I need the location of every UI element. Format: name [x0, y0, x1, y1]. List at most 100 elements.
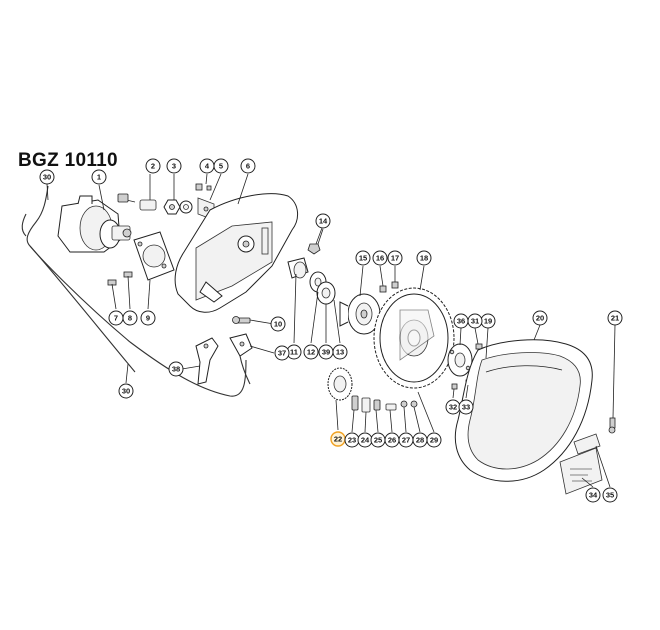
flange-part-36	[447, 343, 473, 377]
callout-number: 34	[589, 491, 598, 500]
callout-circle	[458, 399, 474, 415]
callout-number: 5	[219, 162, 223, 171]
callout-number: 36	[457, 317, 465, 326]
callout-4: 4	[199, 158, 215, 174]
callout-number: 37	[278, 349, 286, 358]
screw-part-21	[608, 417, 616, 434]
callout-number: 11	[290, 348, 298, 357]
callout-number: 38	[172, 365, 180, 374]
callout-number: 12	[307, 348, 315, 357]
small-sprocket-part-13	[327, 367, 353, 401]
callout-28: 28	[412, 432, 428, 448]
callout-10: 10	[270, 316, 286, 332]
callout-number: 15	[359, 254, 367, 263]
callout-circle	[387, 250, 403, 266]
callout-22: 22	[330, 431, 346, 447]
callout-number: 30	[43, 173, 51, 182]
callout-number: 31	[471, 317, 479, 326]
lever-part-37	[229, 333, 253, 385]
callout-number: 21	[611, 314, 619, 323]
bolt-part-2	[139, 174, 157, 211]
callout-39: 39	[318, 344, 334, 360]
motor-part-1	[57, 193, 136, 253]
washer-part-39	[316, 281, 336, 305]
callout-number: 10	[274, 320, 282, 329]
callout-number: 20	[536, 314, 544, 323]
callout-27: 27	[398, 432, 414, 448]
callout-number: 29	[430, 436, 438, 445]
callout-circle	[372, 250, 388, 266]
callout-circle	[145, 158, 161, 174]
callout-number: 28	[416, 436, 424, 445]
callout-number: 9	[146, 314, 150, 323]
callout-number: 39	[322, 348, 330, 357]
callout-29: 29	[426, 432, 442, 448]
callout-26: 26	[384, 432, 400, 448]
callout-circle	[318, 344, 334, 360]
callout-16: 16	[372, 250, 388, 266]
callout-circle	[39, 169, 55, 185]
callout-circle	[240, 158, 256, 174]
callout-number: 22	[334, 435, 342, 444]
callout-1: 1	[91, 169, 107, 185]
callout-number: 4	[205, 162, 210, 171]
decal-part-35	[573, 433, 601, 455]
chain-cover-part-20	[454, 339, 593, 482]
callout-number: 19	[484, 317, 492, 326]
callout-7: 7	[108, 310, 124, 326]
cable-30	[21, 185, 247, 397]
callout-number: 8	[128, 314, 132, 323]
callout-14: 14	[315, 213, 331, 229]
callout-30: 30	[39, 169, 55, 185]
leader-lines	[46, 173, 616, 488]
callout-35: 35	[602, 487, 618, 503]
callout-17: 17	[387, 250, 403, 266]
nut-part-3	[163, 199, 181, 215]
screw-part-4	[195, 183, 212, 191]
callout-circle	[213, 158, 229, 174]
callout-8: 8	[122, 310, 138, 326]
chain-guard-housing-part-6	[174, 193, 298, 313]
callout-circle	[274, 345, 290, 361]
callout-24: 24	[357, 432, 373, 448]
callout-9: 9	[140, 310, 156, 326]
callout-number: 16	[376, 254, 384, 263]
callout-20: 20	[532, 310, 548, 326]
callout-circle	[426, 432, 442, 448]
callout-number: 2	[151, 162, 155, 171]
callout-circle	[453, 313, 469, 329]
bolt-part-14	[307, 227, 323, 255]
callout-circle	[585, 487, 601, 503]
washer-part-3b	[179, 200, 193, 214]
callout-13: 13	[332, 344, 348, 360]
mounting-plate-part-9	[133, 231, 175, 281]
callout-circle	[91, 169, 107, 185]
callout-31: 31	[467, 313, 483, 329]
callout-38: 38	[168, 361, 184, 377]
callout-number: 33	[462, 403, 470, 412]
callout-circle	[118, 383, 134, 399]
callout-circle	[270, 316, 286, 332]
callout-18: 18	[416, 250, 432, 266]
shaft-parts-22-29	[351, 395, 418, 413]
spacer-part-11	[287, 257, 309, 279]
callout-circle	[166, 158, 182, 174]
callout-21: 21	[607, 310, 623, 326]
callout-number: 30	[122, 387, 130, 396]
callout-15: 15	[355, 250, 371, 266]
callout-number: 32	[449, 403, 457, 412]
callout-number: 18	[420, 254, 428, 263]
bracket-part-38	[195, 337, 219, 385]
callout-number: 35	[606, 491, 614, 500]
callout-number: 7	[114, 314, 118, 323]
callout-number: 6	[246, 162, 250, 171]
diagram-title: BGZ 10110	[18, 150, 118, 171]
callout-number: 24	[361, 436, 370, 445]
hub-part-15	[339, 293, 381, 335]
decal-part-34	[559, 447, 603, 495]
callout-circle	[607, 310, 623, 326]
callout-circle	[602, 487, 618, 503]
callout-circle	[140, 310, 156, 326]
callout-23: 23	[344, 432, 360, 448]
callout-number: 25	[374, 436, 382, 445]
